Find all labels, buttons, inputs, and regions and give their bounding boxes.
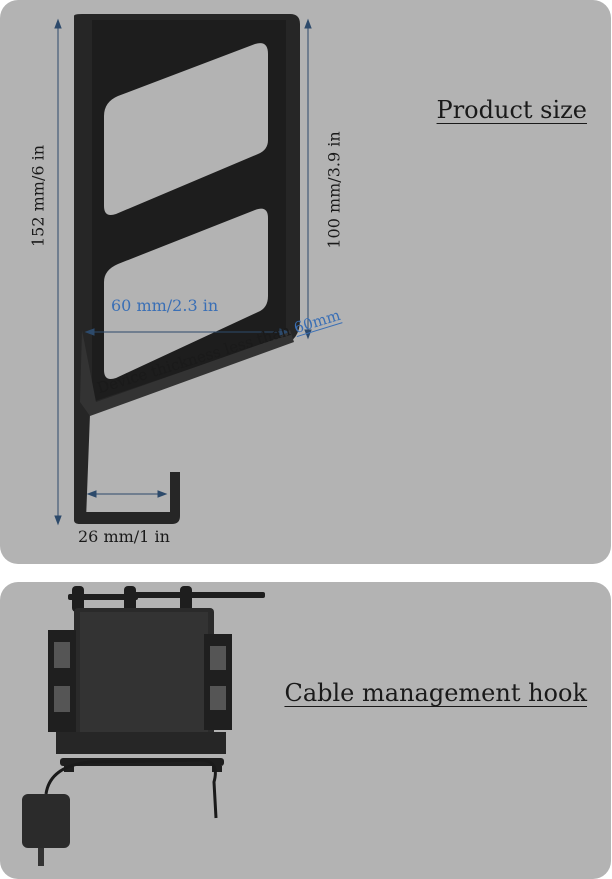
holder-cutout-top [104,43,268,215]
inner-height-dimension-label: 100 mm/3.9 in [324,131,344,249]
width-dimension-label: 60 mm/2.3 in [111,296,219,315]
power-adapter [22,794,70,848]
holder-drawing [54,14,312,526]
cable-management-heading: Cable management hook [284,679,587,707]
product-size-panel: 152 mm/6 in 100 mm/3.9 in 60 mm/2.3 in D… [0,0,611,564]
dimension-lines [54,18,312,526]
hook-dimension-label: 26 mm/1 in [78,527,170,546]
height-dimension-label: 152 mm/6 in [28,144,48,248]
router-drawing [22,586,265,866]
holder-hook [74,472,180,524]
holder-cutout-bottom [104,208,268,379]
holder-lip [80,330,294,416]
power-cable [44,758,218,819]
product-size-heading: Product size [436,96,587,124]
cable-hook-panel: Cable management hook [0,582,611,879]
router-antennas [68,586,265,612]
